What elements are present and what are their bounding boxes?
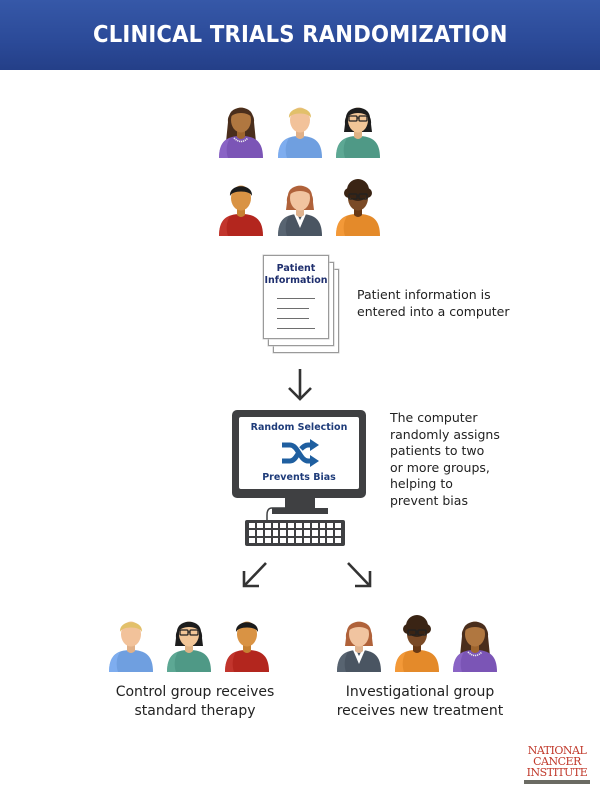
step2-caption-line: The computer bbox=[390, 410, 478, 425]
header-banner: CLINICAL TRIALS RANDOMIZATION bbox=[0, 0, 600, 70]
keyboard-key bbox=[272, 530, 279, 536]
investigational-group-caption: Investigational group receives new treat… bbox=[336, 684, 504, 719]
keyboard-key bbox=[256, 530, 263, 536]
keyboard-key bbox=[288, 523, 294, 529]
page-title: CLINICAL TRIALS RANDOMIZATION bbox=[92, 22, 508, 48]
keyboard-key bbox=[280, 530, 287, 536]
investigational-group-avatar bbox=[392, 612, 442, 672]
patient-avatar bbox=[216, 176, 266, 236]
keyboard-key bbox=[303, 530, 310, 536]
keyboard-key bbox=[327, 537, 334, 543]
document-line bbox=[277, 318, 309, 319]
keyboard-key bbox=[296, 523, 302, 529]
keyboard-key bbox=[280, 537, 287, 543]
patient-avatar bbox=[333, 98, 383, 158]
screen-label-random-selection: Random Selection bbox=[250, 422, 348, 433]
person-icon bbox=[336, 179, 380, 236]
arrow-down-left-icon bbox=[242, 562, 267, 588]
person-icon bbox=[336, 107, 380, 158]
person-icon bbox=[395, 615, 439, 672]
person-icon bbox=[337, 621, 381, 672]
patient-avatar bbox=[275, 98, 325, 158]
step2-caption-line: prevent bias bbox=[390, 492, 468, 508]
person-icon bbox=[225, 621, 269, 672]
keyboard-key bbox=[264, 523, 271, 529]
investigational-group-avatar bbox=[334, 612, 384, 672]
keyboard-key bbox=[335, 530, 341, 536]
keyboard-key bbox=[272, 537, 279, 543]
keyboard-key bbox=[319, 523, 326, 529]
person-icon bbox=[167, 621, 211, 672]
keyboard-key bbox=[264, 537, 271, 543]
control-group-avatar bbox=[164, 612, 214, 672]
document-sheet-front: Patient Information bbox=[263, 255, 329, 339]
keyboard-key bbox=[272, 523, 279, 529]
person-icon bbox=[453, 621, 497, 672]
investigational-group-avatar bbox=[450, 612, 500, 672]
keyboard-icon bbox=[245, 520, 345, 546]
arrow-down-icon bbox=[288, 369, 312, 401]
control-group-caption: Control group receives standard therapy bbox=[115, 684, 275, 719]
keyboard-key bbox=[303, 523, 310, 529]
document-line bbox=[277, 308, 309, 309]
screen-label-prevents-bias: Prevents Bias bbox=[262, 472, 336, 483]
nci-logo: NATIONAL CANCER INSTITUTE bbox=[524, 745, 590, 791]
keyboard-key bbox=[335, 537, 341, 543]
keyboard-key bbox=[280, 523, 287, 529]
document-title: Patient Information bbox=[264, 263, 328, 286]
step1-caption: Patient information is entered into a co… bbox=[357, 287, 510, 319]
keyboard-key bbox=[311, 523, 318, 529]
keyboard-key bbox=[264, 530, 271, 536]
keyboard-key bbox=[335, 523, 341, 529]
document-line bbox=[277, 328, 315, 329]
computer-monitor-icon: Random Selection Prevents Bias bbox=[232, 410, 366, 498]
shuffle-icon bbox=[282, 439, 319, 467]
control-group-avatar bbox=[222, 612, 272, 672]
monitor-stand-base bbox=[272, 508, 328, 514]
keyboard-key bbox=[319, 537, 326, 543]
keyboard-key bbox=[327, 530, 334, 536]
keyboard-key bbox=[296, 530, 302, 536]
patient-avatar bbox=[333, 176, 383, 236]
keyboard-key bbox=[249, 523, 255, 529]
keyboard-cable bbox=[266, 507, 290, 522]
step2-caption-line: randomly assigns bbox=[390, 426, 500, 442]
person-icon bbox=[109, 621, 153, 672]
patient-avatar bbox=[216, 98, 266, 158]
person-icon bbox=[278, 185, 322, 236]
control-group-avatar bbox=[106, 612, 156, 672]
keyboard-key bbox=[288, 537, 294, 543]
keyboard-key bbox=[296, 537, 302, 543]
keyboard-key bbox=[327, 523, 334, 529]
person-icon bbox=[219, 185, 263, 236]
keyboard-key bbox=[249, 530, 255, 536]
step2-caption-line: patients to two bbox=[390, 443, 485, 458]
patient-information-document-icon: Patient Information bbox=[263, 255, 343, 355]
keyboard-key bbox=[311, 537, 318, 543]
person-icon bbox=[278, 107, 322, 158]
keyboard-key bbox=[319, 530, 326, 536]
computer-screen: Random Selection Prevents Bias bbox=[239, 417, 359, 489]
keyboard-key bbox=[303, 537, 310, 543]
patient-avatar bbox=[275, 176, 325, 236]
monitor-stand-neck bbox=[285, 498, 315, 510]
step2-caption-line: helping to bbox=[390, 476, 453, 491]
keyboard-key bbox=[249, 537, 255, 543]
person-icon bbox=[219, 107, 263, 158]
keyboard-key bbox=[256, 537, 263, 543]
keyboard-key bbox=[288, 530, 294, 536]
step2-caption-line: or more groups, bbox=[390, 459, 490, 475]
keyboard-key bbox=[256, 523, 263, 529]
arrow-down-right-icon bbox=[347, 562, 372, 588]
document-line bbox=[277, 298, 315, 299]
keyboard-key bbox=[311, 530, 318, 536]
logo-bar bbox=[524, 780, 590, 784]
